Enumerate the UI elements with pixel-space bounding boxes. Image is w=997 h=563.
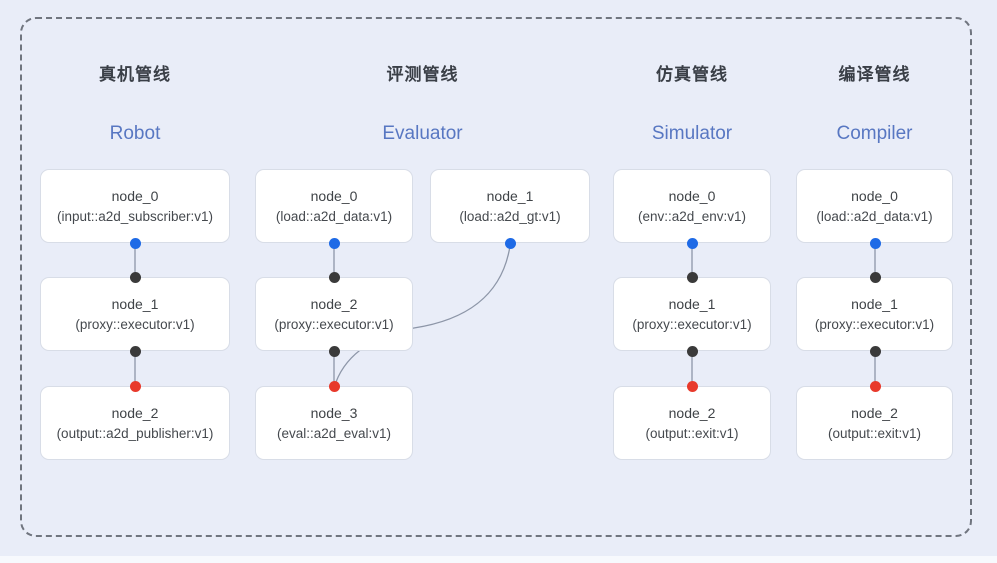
port-dot-input-red <box>869 380 881 392</box>
port-dot-output-blue <box>328 237 340 249</box>
dashed-panel-border <box>20 17 972 537</box>
edge-evaluator-n1-n3-curve <box>335 245 511 383</box>
node-card-simulator-node2: node_2 (output::exit:v1) <box>613 386 771 460</box>
node-type: (input::a2d_subscriber:v1) <box>56 208 214 224</box>
port-dot-output-dark <box>328 345 340 357</box>
node-name: node_2 <box>310 295 358 312</box>
node-name: node_0 <box>310 187 358 204</box>
pipeline-header-evaluator: 评测管线 Evaluator <box>255 63 590 147</box>
node-card-simulator-node0: node_0 (env::a2d_env:v1) <box>613 169 771 243</box>
port-dot-input-dark <box>129 271 141 283</box>
node-type: (output::a2d_publisher:v1) <box>56 425 214 441</box>
node-name: node_0 <box>111 187 159 204</box>
pipeline-header-simulator: 仿真管线 Simulator <box>613 63 771 147</box>
node-card-evaluator-node3: node_3 (eval::a2d_eval:v1) <box>255 386 413 460</box>
node-name: node_1 <box>486 187 534 204</box>
node-card-simulator-node1: node_1 (proxy::executor:v1) <box>613 277 771 351</box>
node-type: (output::exit:v1) <box>645 425 739 441</box>
node-card-compiler-node0: node_0 (load::a2d_data:v1) <box>796 169 953 243</box>
pipeline-title-en-simulator: Simulator <box>651 123 733 144</box>
node-name: node_1 <box>851 295 898 312</box>
node-type: (env::a2d_env:v1) <box>637 208 747 224</box>
node-card-evaluator-node1: node_1 (load::a2d_gt:v1) <box>430 169 590 243</box>
node-card-compiler-node2: node_2 (output::exit:v1) <box>796 386 953 460</box>
pipeline-title-en-robot: Robot <box>109 123 161 144</box>
port-dot-output-blue <box>869 237 881 249</box>
node-name: node_2 <box>851 404 898 421</box>
node-name: node_3 <box>310 404 358 421</box>
node-type: (load::a2d_gt:v1) <box>459 208 561 224</box>
pipeline-title-en-compiler: Compiler <box>836 123 913 144</box>
port-dot-output-blue <box>686 237 698 249</box>
pipeline-title-zh-simulator: 仿真管线 <box>656 65 728 84</box>
node-name: node_2 <box>668 404 716 421</box>
pipeline-header-compiler: 编译管线 Compiler <box>796 63 953 147</box>
port-dot-input-red <box>129 380 141 392</box>
port-dot-output-dark <box>129 345 141 357</box>
port-dot-output-dark <box>686 345 698 357</box>
node-type: (load::a2d_data:v1) <box>275 208 393 224</box>
port-dot-output-blue <box>504 237 516 249</box>
node-name: node_0 <box>851 187 898 204</box>
node-card-robot-node2: node_2 (output::a2d_publisher:v1) <box>40 386 230 460</box>
node-name: node_0 <box>668 187 716 204</box>
pipeline-title-zh-compiler: 编译管线 <box>838 65 911 84</box>
node-type: (proxy::executor:v1) <box>814 316 935 332</box>
node-card-compiler-node1: node_1 (proxy::executor:v1) <box>796 277 953 351</box>
port-dot-output-dark <box>869 345 881 357</box>
node-card-evaluator-node2: node_2 (proxy::executor:v1) <box>255 277 413 351</box>
node-type: (eval::a2d_eval:v1) <box>276 425 392 441</box>
port-dot-input-red <box>686 380 698 392</box>
pipeline-title-zh-evaluator: 评测管线 <box>386 65 459 84</box>
node-card-robot-node1: node_1 (proxy::executor:v1) <box>40 277 230 351</box>
node-type: (load::a2d_data:v1) <box>816 208 933 224</box>
pipeline-header-robot: 真机管线 Robot <box>40 63 230 147</box>
node-type: (output::exit:v1) <box>827 425 922 441</box>
node-type: (proxy::executor:v1) <box>75 316 195 332</box>
pipeline-title-zh-robot: 真机管线 <box>99 65 171 84</box>
node-name: node_1 <box>668 295 716 312</box>
port-dot-input-dark <box>328 271 340 283</box>
node-name: node_1 <box>111 295 159 312</box>
port-dot-output-blue <box>129 237 141 249</box>
node-type: (proxy::executor:v1) <box>274 316 394 332</box>
port-dot-input-dark <box>869 271 881 283</box>
node-name: node_2 <box>111 404 159 421</box>
node-card-evaluator-node0: node_0 (load::a2d_data:v1) <box>255 169 413 243</box>
node-card-robot-node0: node_0 (input::a2d_subscriber:v1) <box>40 169 230 243</box>
pipeline-title-en-evaluator: Evaluator <box>382 123 463 144</box>
bottom-strip <box>0 556 997 563</box>
node-type: (proxy::executor:v1) <box>632 316 752 332</box>
port-dot-input-dark <box>686 271 698 283</box>
port-dot-input-red <box>328 380 340 392</box>
